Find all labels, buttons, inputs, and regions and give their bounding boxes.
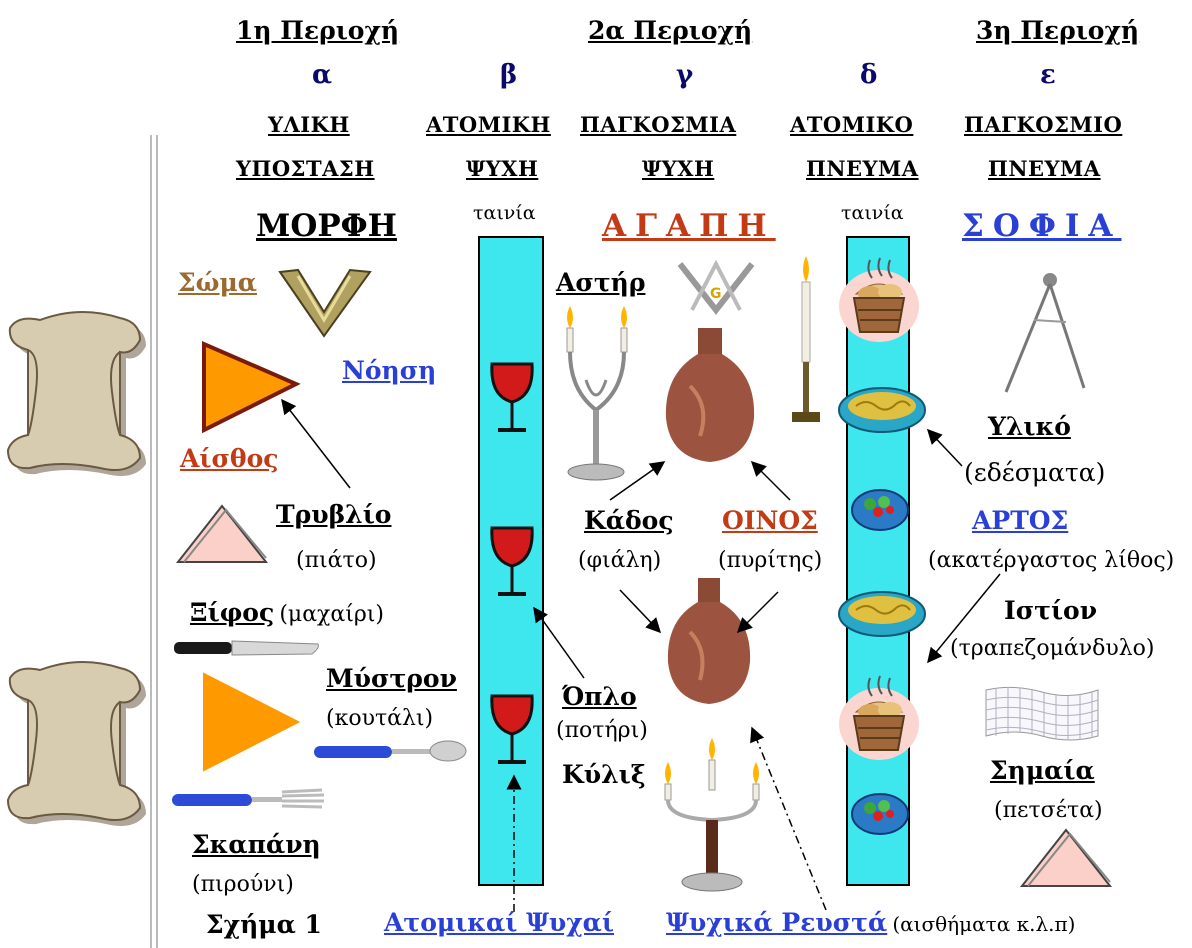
- figure-caption: Σχήμα 1: [206, 910, 322, 939]
- label-psychika-sub: (αισθήματα κ.λ.π): [892, 912, 1075, 936]
- label-psychika-group: Ψυχικά Ρευστά (αισθήματα κ.λ.π): [666, 908, 1075, 937]
- label-psychika-reusta: Ψυχικά Ρευστά: [666, 908, 887, 937]
- label-atomikai-psychai: Ατομικαί Ψυχαί: [384, 908, 614, 937]
